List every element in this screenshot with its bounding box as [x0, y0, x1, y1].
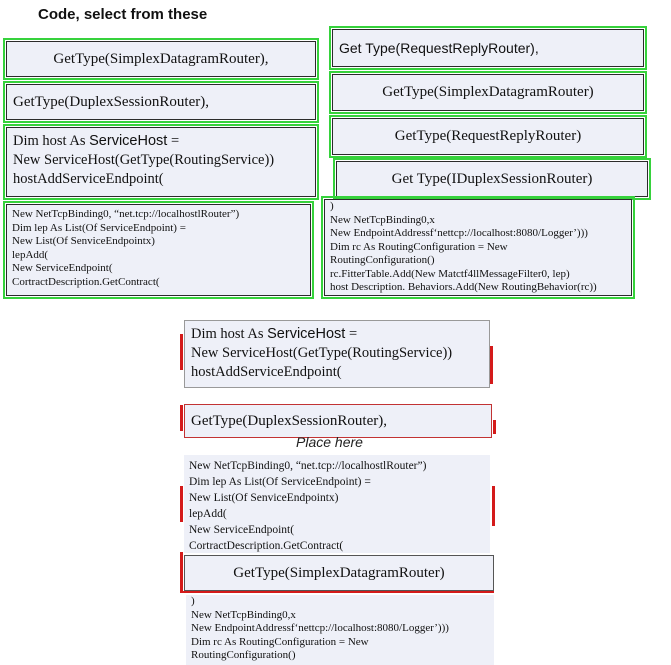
code-line: New EndpointAddressf‘nettcp://localhost:… [330, 227, 588, 239]
code-line: ServiceHost [267, 326, 346, 342]
drop-target-marker [180, 552, 183, 592]
code-line: New ServiceHost(GetType(RoutingService)) [13, 152, 275, 168]
option-duplex-session-router[interactable]: GetType(DuplexSessionRouter), [3, 81, 319, 123]
drop-target-marker [492, 486, 495, 526]
code-line: ServiceHost [89, 133, 168, 149]
code-line: CortractDescription.GetContract( [189, 540, 344, 552]
drop-target-marker [180, 486, 183, 522]
code-line: New ServiceEndpoint( [12, 262, 113, 274]
code-line: hostAddServiceEndpoint( [13, 171, 164, 187]
code-line: RoutingConfiguration() [330, 254, 435, 266]
drop-target-marker [180, 405, 183, 431]
option-code-block: New NetTcpBinding0, “net.tcp://localhost… [7, 205, 310, 292]
option-request-reply-router-comma[interactable]: Get Type(RequestReplyRouter), [329, 26, 647, 70]
option-dim-host[interactable]: Dim host As ServiceHost = New ServiceHos… [3, 124, 319, 200]
answer-net-tcp-binding-block[interactable]: New NetTcpBinding0, “net.tcp://localhost… [184, 455, 490, 553]
page-title: Code, select from these [38, 6, 208, 23]
code-line: RoutingConfiguration() [191, 649, 296, 661]
code-line: New NetTcpBinding0,x [191, 608, 296, 621]
code-line: New List(Of SenviceEndpointx) [12, 235, 155, 247]
code-line: ) [191, 595, 195, 607]
option-simplex-datagram-router-2[interactable]: GetType(SimplexDatagramRouter) [329, 71, 647, 114]
option-iduplex-session-router[interactable]: Get Type(IDuplexSessionRouter) [333, 158, 651, 200]
code-line: Dim lep As List(Of ServiceEndpoint) = [189, 476, 371, 488]
option-endpoint-address-block[interactable]: ) New NetTcpBinding0,x New EndpointAddre… [321, 196, 635, 299]
option-label: GetType(RequestReplyRouter) [394, 128, 582, 144]
option-net-tcp-binding-block[interactable]: New NetTcpBinding0, “net.tcp://localhost… [3, 201, 314, 299]
option-code-block: ) New NetTcpBinding0,x New EndpointAddre… [325, 200, 631, 295]
option-simplex-datagram-router[interactable]: GetType(SimplexDatagramRouter), [3, 38, 319, 80]
code-line: lepAdd( [12, 248, 49, 261]
option-request-reply-router[interactable]: GetType(RequestReplyRouter) [329, 115, 647, 158]
code-line: Dim rc As RoutingConfiguration = New [330, 240, 508, 253]
drop-target-marker [493, 420, 496, 434]
option-label: GetType(SimplexDatagramRouter) [382, 84, 594, 100]
code-line: New ServiceHost(GetType(RoutingService)) [191, 345, 453, 361]
drop-target-underline [180, 591, 494, 593]
code-line: Dim host As [13, 133, 90, 149]
answer-duplex-session-router[interactable]: GetType(DuplexSessionRouter), [184, 404, 492, 438]
option-label: Get Type(RequestReplyRouter), [339, 40, 539, 56]
code-line: Dim lep As List(Of ServiceEndpoint) = [12, 221, 186, 234]
answer-dim-host[interactable]: Dim host As ServiceHost = New ServiceHos… [184, 320, 490, 388]
answer-code-block: ) New NetTcpBinding0,x New EndpointAddre… [186, 595, 494, 665]
code-line: CortractDescription.GetContract( [12, 275, 160, 288]
option-label: GetType(DuplexSessionRouter), [13, 93, 209, 110]
code-line: New ServiceEndpoint( [189, 524, 295, 536]
code-line: New NetTcpBinding0, “net.tcp://localhost… [189, 460, 427, 472]
code-line: = [345, 326, 358, 342]
code-line: = [167, 133, 180, 149]
code-line: New NetTcpBinding0,x [330, 213, 435, 226]
drop-target-marker [490, 346, 493, 384]
answer-label: GetType(SimplexDatagramRouter) [233, 565, 445, 581]
answer-endpoint-address-block[interactable]: ) New NetTcpBinding0,x New EndpointAddre… [186, 595, 494, 665]
option-label: GetType(SimplexDatagramRouter), [53, 50, 269, 67]
place-here-label: Place here [296, 434, 363, 450]
answer-simplex-datagram-router[interactable]: GetType(SimplexDatagramRouter) [184, 555, 494, 591]
answer-code-block: New NetTcpBinding0, “net.tcp://localhost… [184, 455, 490, 553]
code-line: New EndpointAddressf‘nettcp://localhost:… [191, 622, 449, 634]
code-line: New List(Of SenviceEndpointx) [189, 492, 339, 504]
code-line: rc.FitterTable.Add(New Matctf4llMessageF… [330, 267, 570, 280]
answer-code-block: Dim host As ServiceHost = New ServiceHos… [185, 321, 489, 386]
code-line: Dim host As [191, 326, 268, 342]
code-line: hostAddServiceEndpoint( [191, 364, 342, 380]
code-line: host Description. Behaviors.Add(New Rout… [330, 281, 597, 293]
code-line: ) [330, 200, 334, 212]
option-label: Get Type(IDuplexSessionRouter) [391, 170, 593, 187]
drop-target-marker [180, 334, 183, 370]
option-code-block: Dim host As ServiceHost = New ServiceHos… [7, 128, 315, 193]
code-line: Dim rc As RoutingConfiguration = New [191, 635, 369, 648]
code-line: New NetTcpBinding0, “net.tcp://localhost… [12, 208, 240, 220]
answer-label: GetType(DuplexSessionRouter), [191, 413, 387, 429]
code-line: lepAdd( [189, 508, 227, 520]
